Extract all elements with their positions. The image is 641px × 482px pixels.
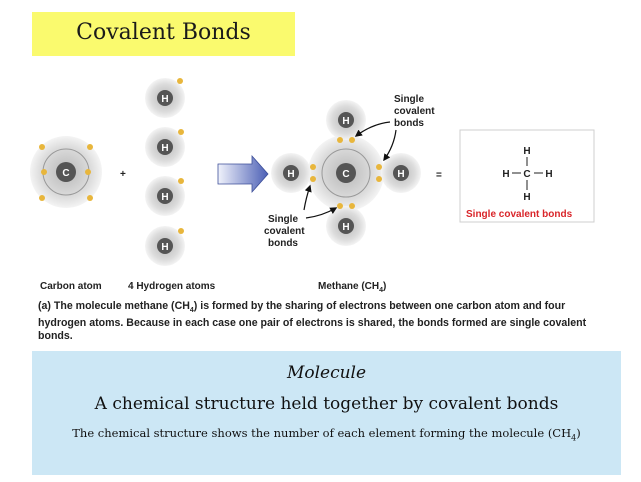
- electron: [349, 137, 355, 143]
- formula-h-bottom: H: [523, 192, 530, 203]
- carbon-symbol: C: [342, 169, 349, 180]
- definition-box: Molecule A chemical structure held toget…: [32, 351, 621, 475]
- electron: [376, 164, 382, 170]
- electron: [39, 144, 45, 150]
- electron: [87, 195, 93, 201]
- hydrogen-symbol: H: [287, 169, 294, 180]
- electron: [337, 137, 343, 143]
- carbon-atom-label: Carbon atom: [40, 281, 102, 292]
- formula-h-left: H: [502, 169, 509, 180]
- reaction-arrow-icon: [217, 154, 269, 194]
- formula-h-right: H: [545, 169, 552, 180]
- electron: [85, 169, 91, 175]
- definition-text: A chemical structure held together by co…: [94, 394, 559, 414]
- methane-molecule: C H H H H: [271, 100, 421, 246]
- electron: [178, 129, 184, 135]
- electron: [310, 164, 316, 170]
- electron: [178, 178, 184, 184]
- callout-arrow-icon: [354, 121, 391, 137]
- carbon-atom: C: [30, 136, 102, 208]
- hydrogen-symbol: H: [342, 222, 349, 233]
- hydrogen-symbol: H: [161, 242, 168, 253]
- electron: [376, 176, 382, 182]
- electron: [337, 203, 343, 209]
- hydrogen-symbol: H: [161, 94, 168, 105]
- formula-h-top: H: [523, 146, 530, 157]
- bond-callout-left-line2: covalent: [264, 226, 305, 237]
- callout-arrow-icon: [383, 129, 397, 162]
- definition-subtext: The chemical structure shows the number …: [72, 426, 581, 443]
- slide-title: Covalent Bonds: [76, 20, 251, 45]
- electron: [349, 203, 355, 209]
- bond-callout-top-line2: covalent: [394, 106, 435, 117]
- callout-arrow-icon: [303, 184, 312, 211]
- hydrogen-symbol: H: [161, 192, 168, 203]
- bond-callout-left-line1: Single: [268, 214, 298, 225]
- bond-callout-left-line3: bonds: [268, 238, 298, 249]
- equals-sign: =: [436, 170, 442, 181]
- single-bonds-label: Single covalent bonds: [466, 209, 573, 220]
- hydrogen-symbol: H: [161, 143, 168, 154]
- electron: [41, 169, 47, 175]
- bond-callout-top-line1: Single: [394, 94, 424, 105]
- hydrogen-symbol: H: [397, 169, 404, 180]
- hydrogen-atoms-label: 4 Hydrogen atoms: [128, 281, 216, 292]
- structural-formula: H H C H H Single covalent bonds: [459, 129, 595, 223]
- definition-heading: Molecule: [286, 363, 367, 383]
- electron: [177, 78, 183, 84]
- methane-label: Methane (CH4): [318, 281, 386, 294]
- formula-c-center: C: [523, 169, 530, 180]
- electron: [87, 144, 93, 150]
- electron: [310, 176, 316, 182]
- electron: [39, 195, 45, 201]
- figure-caption: (a) The molecule methane (CH4) is formed…: [38, 300, 587, 343]
- electron: [178, 228, 184, 234]
- plus-sign: +: [120, 169, 126, 180]
- hydrogen-symbol: H: [342, 116, 349, 127]
- bond-callout-top-line3: bonds: [394, 118, 424, 129]
- callout-arrow-icon: [305, 207, 338, 219]
- hydrogen-atoms: H H H H: [145, 78, 185, 266]
- carbon-symbol: C: [62, 168, 69, 179]
- methane-diagram: C Carbon atom + H H H H 4 Hydrogen atoms: [30, 78, 595, 294]
- title-banner: Covalent Bonds: [32, 12, 295, 56]
